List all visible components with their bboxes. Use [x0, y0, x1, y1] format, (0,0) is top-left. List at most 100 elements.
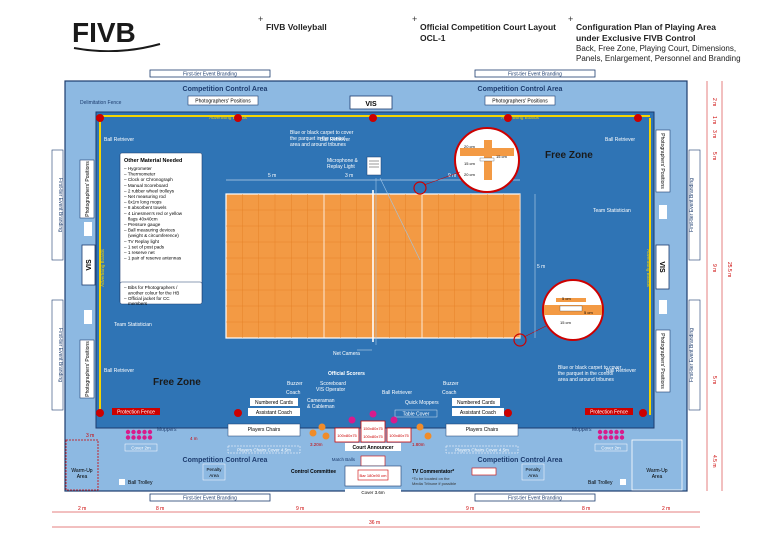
dim-top-5m: 5 m [268, 173, 276, 179]
ball-retriever-top-mid: Ball Retriever [320, 137, 350, 143]
scorer-table-center-size-b: 100x80x75 [363, 434, 383, 439]
warm-up-area-right [631, 439, 683, 491]
material-item: – Thermometer [124, 172, 156, 177]
scorer-table-left-size: 100x80x75 [337, 433, 357, 438]
scorer-marker [390, 416, 398, 424]
mop-icon [603, 429, 608, 435]
penalty-right-line2: Area [528, 473, 538, 478]
scorer-table-right-size: 100x80x75 [389, 433, 409, 438]
camera-box-left-upper [84, 222, 92, 236]
branding-bottom-left-label: First-tier Event Branding [183, 496, 237, 502]
dim-small-180: 1.80m [412, 442, 425, 447]
dim-right-5m-bottom: 5 m [711, 376, 717, 384]
mop-icon [614, 435, 619, 440]
warm-up-right-line2: Area [652, 474, 663, 480]
material-item: – 2 rubber wheel trolleys [124, 188, 175, 193]
dim-bottom-8m-right: 8 m [582, 506, 590, 512]
mop-icon [125, 435, 131, 440]
assistant-coach-left-label: Assistant Coach [256, 410, 292, 416]
material-item: – Manual Scoreboard [124, 183, 168, 188]
ball-retriever-bottom-right: Ball Retriever [606, 368, 636, 374]
match-balls-box [360, 455, 386, 467]
material-item: – 8 absorbent towels [124, 205, 167, 210]
photographers-left-lower-label: Photographers' Positions [85, 341, 91, 397]
header-col1: FIVB Volleyball [266, 22, 327, 33]
corner-marker [639, 409, 647, 417]
numbered-cards-left-label: Numbered Cards [255, 400, 294, 406]
extras-list: – Bibs for Photographers /another colour… [124, 285, 179, 306]
cover-2m-left-label: Cover 2m [131, 446, 151, 451]
dim-bottom-2m-left: 2 m [78, 506, 86, 512]
branding-right-lower-label: First-tier Event Branding [689, 328, 695, 382]
dim-small-4m: 4 m [190, 436, 198, 441]
vis-board-left-label: VIS [86, 259, 93, 271]
zoom-dim-15cm-c: 15 cm [560, 320, 572, 325]
zoom-dim-5cm: 5 cm [562, 296, 571, 301]
corner-marker [504, 114, 512, 122]
corner-marker [504, 409, 512, 417]
net-camera-label: Net Camera [333, 351, 360, 357]
branding-top-left-label: First-tier Event Branding [183, 72, 237, 78]
mop-icon [619, 435, 625, 440]
dim-right-2m: 2 m [711, 98, 717, 106]
dim-right-255m: 25.5 m [726, 262, 732, 277]
dim-bottom-36m: 36 m [369, 520, 380, 526]
other-material-list: – Hygrometer– Thermometer– Clock or Chro… [124, 166, 183, 261]
material-item: – Official jacket for CC [124, 296, 170, 301]
corner-marker [369, 114, 377, 122]
carpet-note-bottom-line3: area and around tribunes [558, 377, 614, 383]
camera-box-right-upper [659, 205, 667, 219]
photographers-right-upper-label: Photographers' Positions [659, 133, 665, 189]
scorer-table-right [386, 427, 412, 443]
coach-right: Coach [442, 390, 457, 396]
moppers-right: Moppers [572, 427, 592, 433]
branding-left-upper [51, 149, 64, 261]
material-item: – Clock or Chronograph [124, 177, 173, 182]
vis-board-right [655, 244, 670, 290]
dim-right-1m: 1 m [711, 116, 717, 124]
advertising-boards-top-left-label: Advertising Boards [209, 115, 248, 120]
mop-icon [597, 429, 603, 435]
photographers-top-right [484, 95, 556, 106]
branding-right-upper [688, 149, 701, 261]
zoom-dim-15cm-b: 15 cm [496, 154, 508, 159]
mop-icon [147, 435, 153, 440]
buzzer-left: Buzzer [287, 381, 303, 387]
delimitation-fence-label: Delimitation Fence [80, 100, 122, 106]
photographers-left-upper-label: Photographers' Positions [85, 161, 91, 217]
court-announcer-box [345, 443, 401, 451]
ball-trolley-right-icon [620, 479, 626, 485]
photographer-marker [309, 429, 317, 437]
match-balls-label: Match Balls [332, 457, 356, 462]
ball-retriever-bottom-mid: Ball Retriever [382, 390, 412, 396]
material-item: – TV Replay light [124, 239, 160, 244]
ball-retriever-bottom-left: Ball Retriever [104, 368, 134, 374]
table-cover-label: Table Cover [403, 412, 430, 418]
material-item: – 1 pair of reserve antennas [124, 256, 182, 261]
vis-board-top-label: VIS [365, 101, 377, 108]
official-scorers-label: Official Scorers [328, 371, 365, 377]
zoom-dim-5cm-b: 5 cm [584, 310, 593, 315]
material-item: flags 40x40cm [128, 216, 158, 221]
vis-board-left [81, 244, 96, 286]
scorer-table-center-size: 150x80x75 [363, 426, 383, 431]
assistant-coach-right [452, 408, 504, 416]
photographers-top-left-label: Photographers' Positions [195, 99, 251, 105]
photographer-marker [318, 423, 326, 431]
warm-up-right-line1: Warm-Up [646, 468, 667, 474]
scorer-marker [348, 416, 356, 424]
ball-retriever-top-right: Ball Retriever [605, 137, 635, 143]
header-col2: Official Competition Court Layout OCL-1 [420, 22, 556, 44]
plus-icon: + [568, 14, 574, 24]
dim-bottom-9m-right: 9 m [466, 506, 474, 512]
coach-left: Coach [286, 390, 301, 396]
free-zone-label-top: Free Zone [545, 150, 593, 161]
team-statistician-right: Team Statistician [593, 208, 631, 214]
cameraman-line2: & Cableman [307, 404, 335, 410]
carpet-note-bottom-line2: the parquet in the control [558, 371, 613, 377]
photographers-top-left [187, 95, 259, 106]
ball-trolley-right: Ball Trolley [588, 480, 613, 486]
photographer-marker [424, 432, 432, 440]
corner-marker [96, 114, 104, 122]
scoreboard-vis-line1: Scoreboard [320, 381, 346, 387]
